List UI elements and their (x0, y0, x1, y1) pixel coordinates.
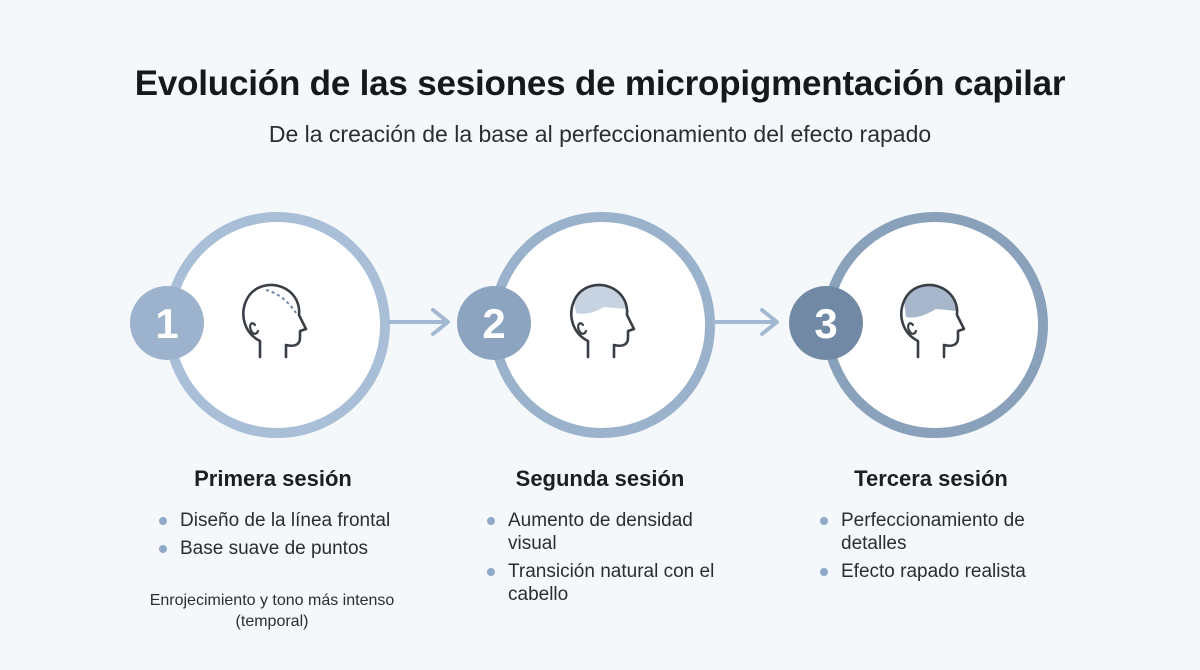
head-profile-outline-icon (242, 283, 308, 359)
list-item-text: Perfeccionamiento de detalles (841, 510, 1025, 554)
step-2-number: 2 (482, 300, 505, 347)
head-profile-light-shading-icon (570, 283, 636, 359)
step-1-title: Primera sesión (194, 466, 352, 491)
bullet-dot-icon (487, 517, 495, 525)
step-2-title: Segunda sesión (515, 466, 685, 491)
list-item-text: Diseño de la línea frontal (180, 510, 391, 531)
arrow-icon (387, 308, 450, 336)
list-item-text: Efecto rapado realista (841, 561, 1026, 582)
step-2-badge: 2 (457, 286, 531, 360)
step-3-badge: 3 (789, 286, 863, 360)
list-item-text: Transición natural con el cabello (508, 561, 715, 605)
step-1-badge: 1 (130, 286, 204, 360)
step-1-number: 1 (155, 300, 178, 347)
list-item: Aumento de densidad visual (484, 509, 734, 555)
list-item: Base suave de puntos (156, 537, 406, 560)
step-2-bullet-list: Aumento de densidad visual Transición na… (484, 509, 734, 611)
list-item: Transición natural con el cabello (484, 560, 734, 606)
list-item-text: Aumento de densidad visual (508, 510, 693, 554)
head-profile-dark-shading-icon (900, 283, 966, 359)
bullet-dot-icon (159, 545, 167, 553)
bullet-dot-icon (820, 568, 828, 576)
step-3-bullet-list: Perfeccionamiento de detalles Efecto rap… (817, 509, 1057, 588)
step-1-bullet-list: Diseño de la línea frontal Base suave de… (156, 509, 406, 565)
list-item: Diseño de la línea frontal (156, 509, 406, 532)
list-item: Perfeccionamiento de detalles (817, 509, 1057, 555)
list-item-text: Base suave de puntos (180, 538, 369, 559)
bullet-dot-icon (487, 568, 495, 576)
page-title: Evolución de las sesiones de micropigmen… (134, 64, 1066, 103)
step-1-note: Enrojecimiento y tono más intenso (tempo… (149, 592, 395, 630)
page-subtitle: De la creación de la base al perfecciona… (268, 121, 932, 147)
arrow-icon (712, 308, 779, 336)
bullet-dot-icon (159, 517, 167, 525)
bullet-dot-icon (820, 517, 828, 525)
step-3-number: 3 (814, 300, 837, 347)
list-item: Efecto rapado realista (817, 560, 1057, 583)
step-3-title: Tercera sesión (854, 466, 1008, 491)
